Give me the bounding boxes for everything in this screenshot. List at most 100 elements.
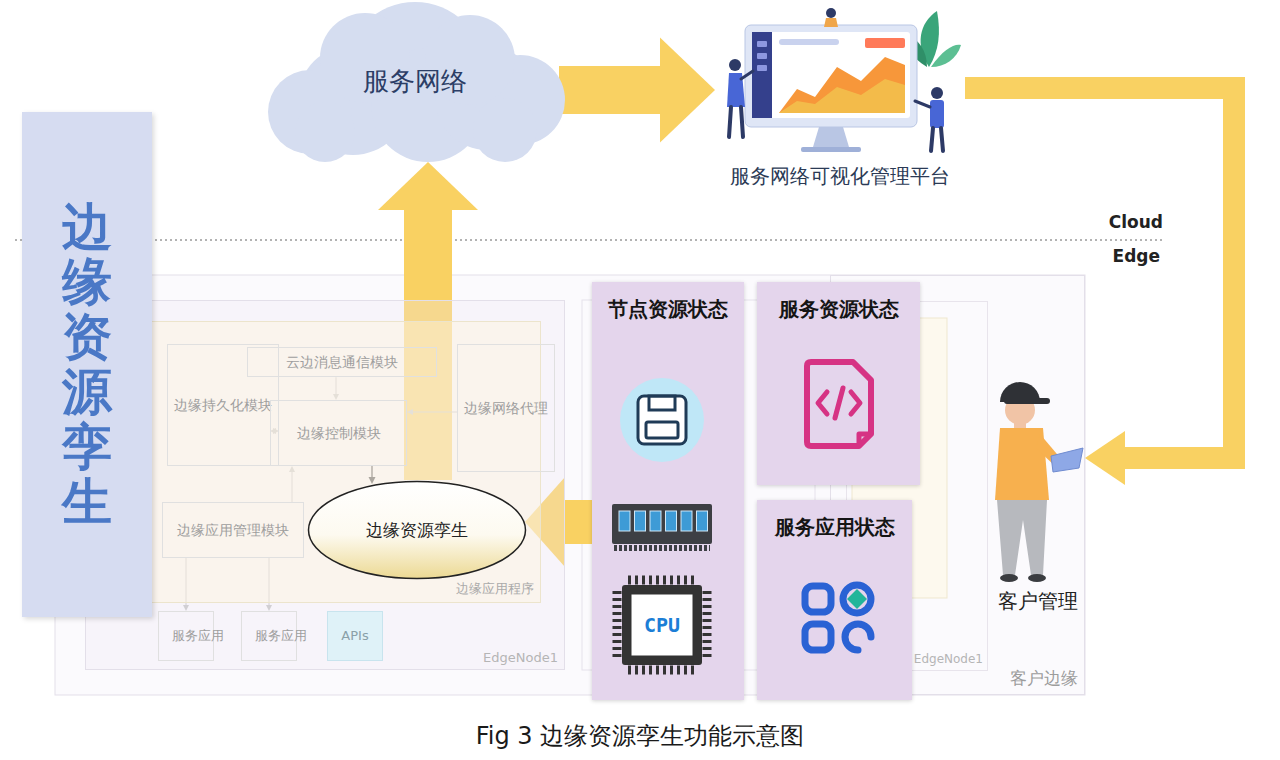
customer-illustration (995, 428, 1049, 500)
node-resource-icons (614, 545, 710, 551)
node-text: 边缘应用管理模块 (177, 521, 289, 539)
cloud-edge-divider (15, 240, 1165, 241)
node-text: 服务应用 (255, 628, 284, 645)
platform-illustration (757, 65, 767, 71)
node-text: 服务网络可视化管理平台 (730, 163, 950, 190)
cloud-part (298, 45, 408, 155)
connector-line (559, 66, 661, 114)
node-resource-icons (703, 591, 712, 659)
block-arrow (965, 88, 1234, 485)
platform-illustration (915, 101, 930, 107)
node-text: 服务网络 (363, 64, 467, 99)
node-text: 服务资源状态 (757, 296, 920, 323)
node-resource-icons (613, 591, 622, 659)
platform-illustration (921, 11, 939, 67)
customer-illustration (1028, 574, 1046, 582)
node-resource-icons (649, 396, 675, 410)
platform-illustration (757, 53, 767, 59)
cloud-part (345, 2, 485, 142)
node-resource-icons (628, 576, 696, 585)
node-text: 边缘应用程序 (456, 580, 534, 598)
edge-node-box: EdgeNode1 边缘应用程序 边缘持久化模块 云边消息通信模块边缘控制模块 边缘网络… (85, 300, 565, 670)
arrow-head (1085, 431, 1125, 485)
module-box: 边缘应用管理模块 (162, 502, 304, 558)
customer-illustration (1000, 574, 1018, 582)
cloud-part (295, 102, 355, 162)
ellipse-shape (309, 482, 526, 579)
customer-illustration (990, 370, 1085, 585)
service-box: 服务应用 (158, 611, 214, 661)
node-resource-icons (666, 511, 677, 531)
module-box: 边缘网络代理 (457, 344, 555, 472)
platform-illustration (813, 127, 849, 147)
block-arrow (559, 38, 715, 143)
platform-illustration (905, 33, 927, 67)
status-panel: 服务资源状态 (757, 282, 920, 485)
platform-illustration (752, 32, 910, 118)
connector-line (564, 500, 592, 544)
node-resource-icons (635, 511, 646, 531)
platform-illustration (931, 45, 961, 67)
customer-illustration (997, 500, 1047, 575)
customer-illustration (1014, 420, 1026, 430)
apps-icon (845, 624, 871, 650)
node-text: 客户边缘 (1010, 667, 1078, 690)
code-file-icon (818, 392, 827, 414)
platform-illustration (727, 73, 745, 107)
cloud-part (475, 55, 565, 145)
platform-illustration (824, 18, 838, 27)
platform-illustration (741, 71, 753, 79)
customer-illustration (1005, 395, 1035, 425)
cloud-part (268, 70, 352, 154)
customer-illustration (1004, 398, 1050, 404)
side-banner: 边缘资源孪生 (22, 112, 152, 617)
platform-illustration (715, 5, 965, 155)
module-box: 边缘控制模块 (270, 400, 407, 466)
node-text: 客户管理 (998, 588, 1078, 615)
platform-illustration (931, 87, 943, 99)
service-box: 服务应用 (241, 611, 297, 661)
node-resource-icons (697, 511, 708, 531)
chip-label: CPU (644, 613, 680, 637)
node-resource-icons (631, 594, 693, 656)
node-text: 边缘持久化模块 (174, 396, 272, 414)
connector-line (965, 88, 1234, 458)
platform-illustration (729, 59, 741, 71)
arrow-head (378, 162, 478, 210)
node-text: 服务应用 (172, 628, 201, 645)
node-text: 边缘资源孪生 (62, 200, 112, 530)
node-text: 边缘控制模块 (297, 424, 381, 442)
node-text: EdgeNode1 (483, 650, 558, 665)
cloud-part (371, 48, 485, 162)
node-resource-icons (620, 378, 704, 462)
code-file-icon (859, 434, 871, 446)
platform-illustration (752, 32, 772, 118)
platform-illustration (801, 147, 861, 152)
node-resource-icons (681, 511, 692, 531)
apps-icon (805, 586, 831, 612)
platform-illustration (826, 8, 836, 18)
cloud-part (473, 98, 537, 162)
figure-caption: Fig 3 边缘资源孪生功能示意图 (0, 720, 1280, 752)
customer-illustration (1036, 434, 1062, 467)
node-text: 边缘资源孪生 (366, 519, 468, 542)
platform-illustration (779, 79, 905, 113)
node-resource-icons (628, 666, 696, 675)
edge-region (55, 275, 1085, 695)
platform-figure: 服务网络可视化管理平台 (715, 5, 965, 190)
apps-icon (847, 589, 867, 609)
node-text: 边缘网络代理 (464, 399, 548, 417)
node-resource-icons (622, 585, 702, 665)
node-text: 服务应用状态 (757, 514, 912, 541)
apps-icon (805, 624, 831, 650)
customer-figure: 客户管理 (990, 370, 1085, 615)
platform-illustration (745, 25, 917, 127)
platform-illustration (779, 39, 839, 45)
platform-illustration (729, 107, 743, 137)
node-resource-icons (612, 504, 712, 544)
node-text: EdgeNode1 (914, 652, 983, 666)
node-resource-icons (638, 396, 686, 444)
module-box: 云边消息通信模块 (247, 347, 437, 377)
platform-illustration (779, 57, 905, 113)
cloud-part (435, 46, 539, 150)
